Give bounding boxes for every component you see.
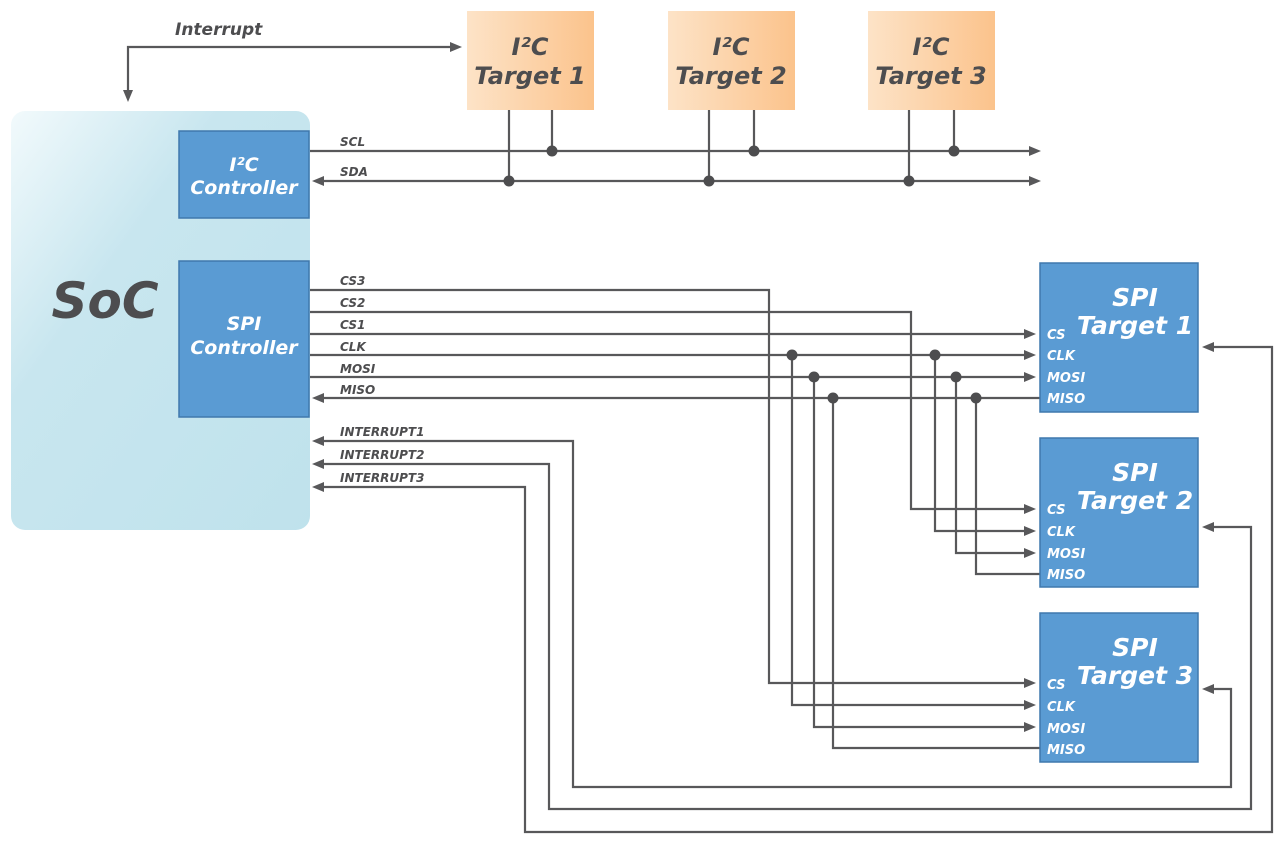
spi-target-1-line2: Target 1 [1077, 311, 1193, 340]
spi-target-1-line1: SPI [1112, 283, 1158, 312]
interrupt3-label: INTERRUPT3 [340, 471, 424, 485]
spi-target-2-line2: Target 2 [1077, 486, 1193, 515]
junction-dot [748, 145, 760, 157]
spi-target-3: SPI Target 3 CS CLK MOSI MISO [1039, 612, 1199, 763]
i2c-target-3-line2: Target 3 [875, 62, 987, 90]
pin-miso: MISO [1047, 743, 1085, 758]
pin-clk: CLK [1047, 525, 1076, 540]
i2c-target-1-line1: I²C [511, 33, 548, 61]
sda-label: SDA [340, 165, 368, 179]
interrupt1-line [322, 439, 1233, 789]
pin-cs: CS [1047, 328, 1065, 343]
pin-cs: CS [1047, 678, 1065, 693]
i2c-target-2-line1: I²C [712, 33, 749, 61]
spi-controller-line2: Controller [190, 337, 299, 359]
pin-clk: CLK [1047, 700, 1076, 715]
junction-dot [827, 392, 839, 404]
i2c-bus: SCL SDA [310, 110, 1041, 187]
interrupt-label: Interrupt [175, 20, 263, 40]
i2c-target-1: I²C Target 1 [467, 11, 594, 110]
spi-target-2-line1: SPI [1112, 458, 1158, 487]
i2c-target-3: I²C Target 3 [868, 11, 995, 110]
interrupt1-label: INTERRUPT1 [340, 425, 424, 439]
pin-miso: MISO [1047, 568, 1085, 583]
interrupt-line: Interrupt [123, 20, 462, 102]
scl-label: SCL [340, 135, 365, 149]
spi-controller-line1: SPI [227, 313, 262, 335]
interrupt-lines [312, 342, 1274, 834]
pin-cs: CS [1047, 503, 1065, 518]
junction-dot [929, 349, 941, 361]
spi-target-3-line1: SPI [1112, 633, 1158, 662]
junction-dot [546, 145, 558, 157]
cs3-line [310, 288, 1026, 685]
arrow-right-icon [1029, 146, 1041, 156]
cs2-label: CS2 [340, 296, 365, 310]
i2c-target-2: I²C Target 2 [668, 11, 795, 110]
pin-mosi: MOSI [1047, 371, 1085, 386]
junction-dot [786, 349, 798, 361]
interrupt3-line [322, 345, 1274, 834]
miso-label: MISO [340, 383, 375, 397]
mosi-label: MOSI [340, 362, 376, 376]
spi-target-3-line2: Target 3 [1077, 661, 1193, 690]
spi-bus [310, 288, 1040, 750]
arrow-right-icon [450, 42, 462, 52]
arrow-right-icon [1029, 176, 1041, 186]
clk-label: CLK [340, 340, 367, 354]
i2c-target-3-line1: I²C [912, 33, 949, 61]
cs3-label: CS3 [340, 274, 365, 288]
junction-dot [808, 371, 820, 383]
pin-mosi: MOSI [1047, 547, 1085, 562]
cs1-label: CS1 [340, 318, 365, 332]
interrupt2-label: INTERRUPT2 [340, 448, 424, 462]
junction-dot [903, 175, 915, 187]
junction-dot [970, 392, 982, 404]
i2c-target-1-line2: Target 1 [474, 62, 586, 90]
pin-miso: MISO [1047, 392, 1085, 407]
junction-dot [503, 175, 515, 187]
pin-mosi: MOSI [1047, 722, 1085, 737]
i2c-target-2-line2: Target 2 [675, 62, 787, 90]
arrow-left-icon [312, 393, 324, 403]
junction-dot [948, 145, 960, 157]
spi-controller: SPI Controller [178, 260, 310, 418]
junction-dot [950, 371, 962, 383]
soc-label: SoC [51, 272, 158, 330]
interrupt2-line [322, 462, 1253, 811]
cs2-line [310, 310, 1026, 511]
i2c-controller: I²C Controller [178, 130, 310, 219]
arrow-left-icon [312, 176, 324, 186]
spi-signal-labels: CS3 CS2 CS1 CLK MOSI MISO INTERRUPT1 INT… [340, 274, 424, 485]
junction-dot [703, 175, 715, 187]
i2c-controller-line2: Controller [190, 177, 299, 199]
spi-target-2: SPI Target 2 CS CLK MOSI MISO [1039, 437, 1199, 588]
i2c-controller-line1: I²C [229, 154, 258, 176]
pin-clk: CLK [1047, 349, 1076, 364]
spi-target-1: SPI Target 1 CS CLK MOSI MISO [1039, 262, 1199, 413]
arrow-down-icon [123, 90, 133, 102]
